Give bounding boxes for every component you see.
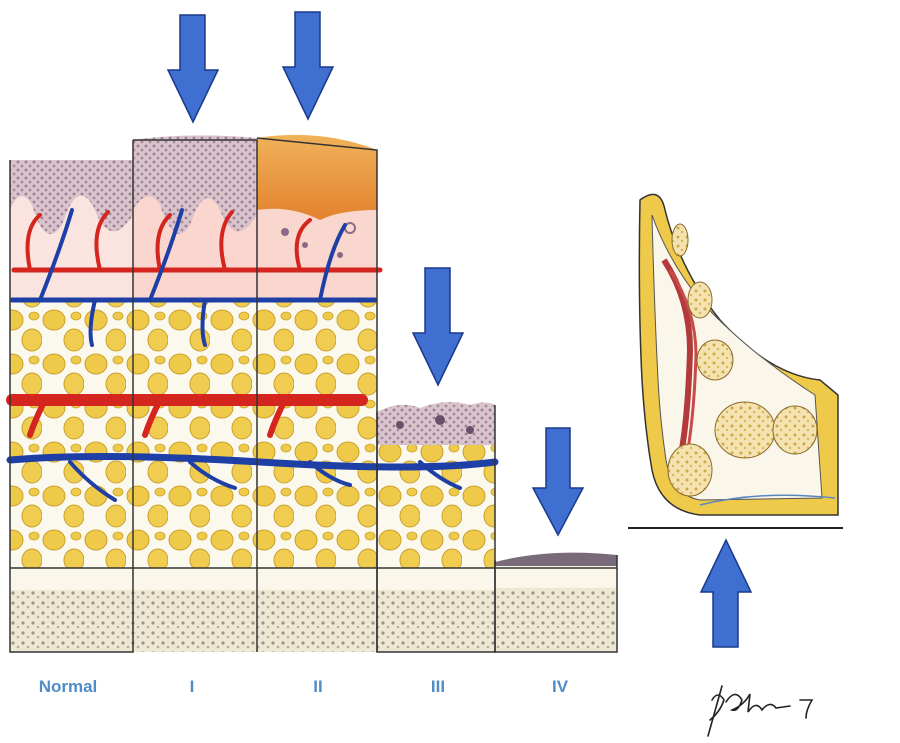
stage-label-2: II: [313, 677, 322, 697]
down-arrow-icon: [283, 12, 333, 119]
pressure-arrow-heel: [701, 540, 751, 647]
stage-label-1: I: [190, 677, 195, 697]
stage-label-normal: Normal: [39, 677, 98, 697]
column-stage-3: [377, 402, 495, 652]
signature-icon: [708, 686, 812, 736]
column-stage-2: [257, 135, 377, 652]
pressure-arrow-stage-1: [168, 15, 218, 122]
exposed-wound-bed: [495, 553, 617, 568]
pressure-arrow-stage-4: [533, 428, 583, 535]
down-arrow-icon: [413, 268, 463, 385]
stage-label-4: IV: [552, 677, 568, 697]
column-stage-1: [133, 135, 257, 652]
up-arrow-icon: [701, 540, 751, 647]
pressure-arrow-stage-3: [413, 268, 463, 385]
heel-cross-section: [628, 194, 843, 528]
down-arrow-icon: [533, 428, 583, 535]
down-arrow-icon: [168, 15, 218, 122]
stage-label-3: III: [431, 677, 445, 697]
pressure-arrow-stage-2: [283, 12, 333, 119]
